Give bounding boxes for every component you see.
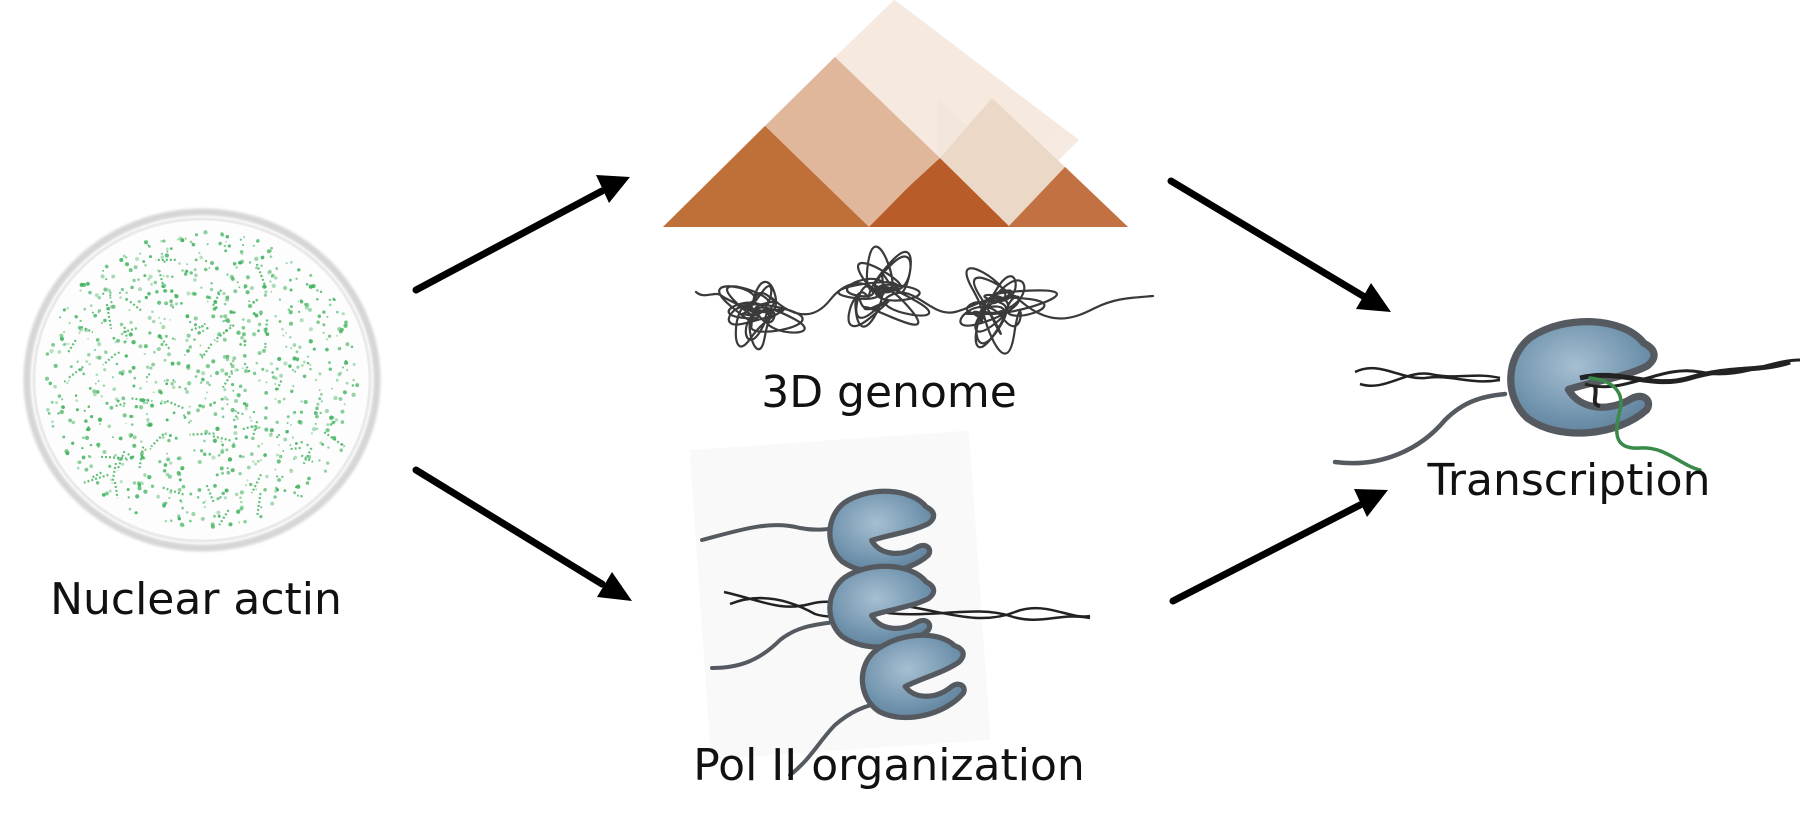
- pol2-transcribing-icon: [1332, 318, 1801, 472]
- pol2-enzyme: [859, 632, 967, 721]
- pol2-enzyme: [827, 488, 937, 575]
- label-nuclear-actin: Nuclear actin: [50, 574, 342, 625]
- arrow-pol2-to-transcription: [1169, 489, 1388, 605]
- nucleus-icon: [23, 208, 381, 552]
- chromatin-loops-icon: [694, 245, 1155, 355]
- arrow-genome-to-transcription: [1167, 177, 1391, 312]
- arrow-actin-to-genome: [412, 175, 630, 294]
- actin-filaments: [44, 230, 360, 529]
- arrow-actin-to-pol2: [412, 466, 632, 601]
- pol2-cluster-icon: [689, 430, 1091, 777]
- label-transcription: Transcription: [1427, 455, 1711, 506]
- pol2-enzyme: [827, 563, 937, 650]
- label-3d-genome: 3D genome: [761, 367, 1017, 418]
- tad-triangles-icon: [663, 0, 1128, 227]
- label-pol2-organization: Pol II organization: [693, 740, 1085, 791]
